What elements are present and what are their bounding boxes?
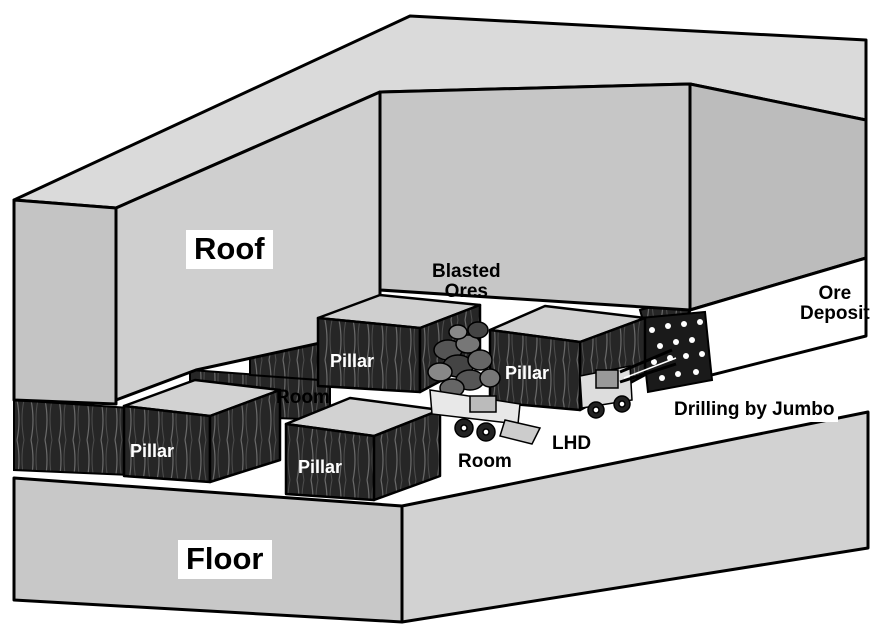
lhd-loader	[429, 389, 542, 445]
room-label-1: Room	[276, 387, 330, 408]
ore-deposit-line1: Ore	[818, 283, 852, 304]
lhd-label: LHD	[548, 432, 596, 456]
blasted-ores-label: Blasted Ores	[432, 262, 501, 302]
roof-label: Roof	[186, 230, 273, 269]
pillar-front-left	[122, 378, 282, 484]
blasted-ores-line2: Ores	[444, 280, 488, 302]
pillar-label-back-center: Pillar	[330, 351, 375, 371]
drilling-label: Drilling by Jumbo	[670, 398, 839, 422]
pillar-label-back-right: Pillar	[505, 363, 550, 383]
pillar-label-front-left: Pillar	[130, 441, 175, 461]
ore-deposit-label: Ore Deposit	[800, 284, 870, 324]
ore-deposit-face	[638, 310, 765, 394]
floor-label: Floor	[178, 540, 272, 579]
blasted-ores-line1: Blasted	[432, 261, 501, 282]
blasted-ore-pile	[427, 321, 501, 398]
room-label-2: Room	[458, 451, 512, 472]
pillar-label-front-center: Pillar	[298, 457, 343, 477]
ore-deposit-line2: Deposit	[800, 302, 870, 324]
pillar-front-center	[284, 396, 442, 502]
drilling-jumbo	[579, 348, 677, 419]
pillar-back-right	[488, 304, 647, 412]
